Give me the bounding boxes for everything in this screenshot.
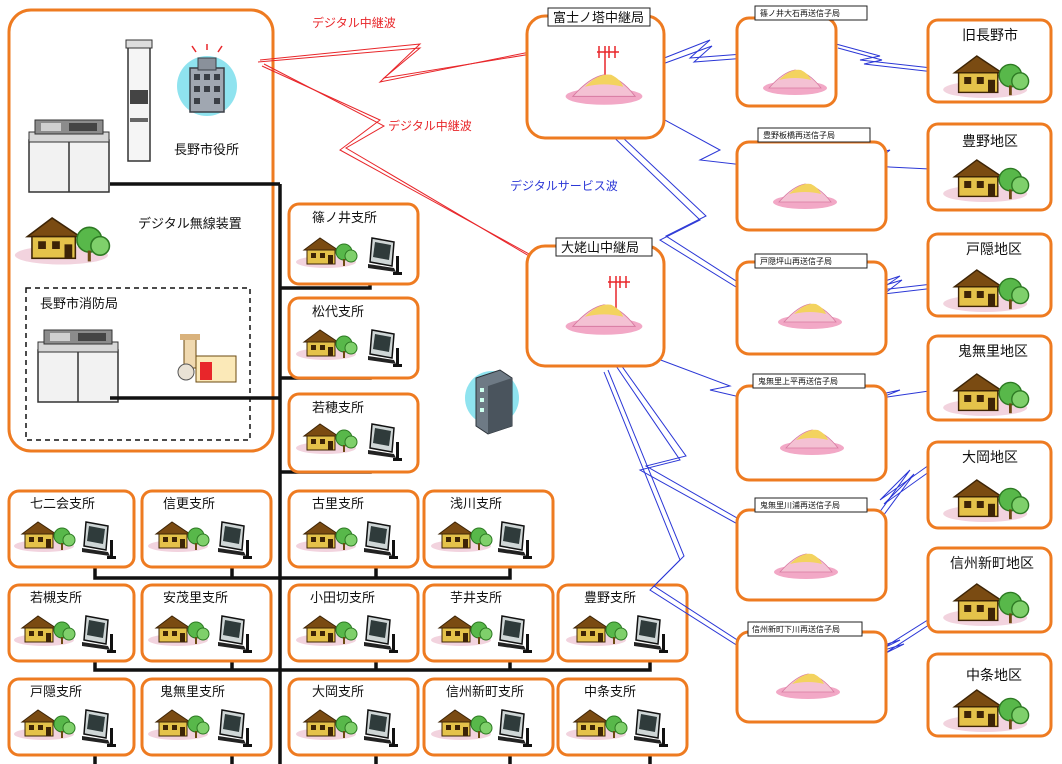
district-box: 大岡地区 <box>926 440 1053 530</box>
city-hall-label: 長野市役所 <box>174 142 239 158</box>
branch-label: 豊野支所 <box>584 591 636 606</box>
branch-label: 安茂里支所 <box>163 591 228 606</box>
sub-station-label: 豊野板橋再送信子局 <box>763 130 835 140</box>
district-label: 大岡地区 <box>962 450 1018 466</box>
branch-box: 大岡支所 <box>287 677 420 757</box>
relay-station-box: 富士ノ塔中継局 <box>525 7 666 140</box>
branch-label: 若槻支所 <box>30 590 82 606</box>
red-relay-waves <box>257 43 581 287</box>
branch-box: 松代支所 <box>287 296 420 380</box>
district-box: 旧長野市 <box>926 18 1053 104</box>
sub-station-label: 鬼無里川浦再送信子局 <box>760 500 840 510</box>
relay-station-box: 大姥山中継局 <box>525 237 666 368</box>
branch-box: 鬼無里支所 <box>140 677 273 757</box>
sub-station-box: 信州新町下川再送信子局 <box>735 621 888 724</box>
district-label: 戸隠地区 <box>966 242 1022 258</box>
branch-label: 信更支所 <box>163 497 215 512</box>
branch-label: 七二会支所 <box>30 497 95 512</box>
sub-station-box: 鬼無里上平再送信子局 <box>735 373 888 482</box>
sub-station-box: 豊野板橋再送信子局 <box>735 127 888 232</box>
branch-box: 浅川支所 <box>422 489 555 569</box>
district-label: 旧長野市 <box>962 27 1018 44</box>
branch-box: 古里支所 <box>287 489 420 569</box>
red-wave-label-upper: デジタル中継波 <box>312 15 396 30</box>
sub-station-box: 鬼無里川浦再送信子局 <box>735 497 888 602</box>
district-box: 信州新町地区 <box>926 546 1053 634</box>
branch-box: 安茂里支所 <box>140 583 273 663</box>
district-label: 鬼無里地区 <box>958 344 1028 360</box>
district-box: 中条地区 <box>926 652 1053 738</box>
branch-box: 篠ノ井支所 <box>287 202 420 286</box>
fire-station-icon <box>177 334 237 383</box>
branch-label: 若穂支所 <box>312 400 364 416</box>
sub-station-box: 戸隠坪山再送信子局 <box>735 253 888 356</box>
branch-label: 中条支所 <box>584 684 636 700</box>
branch-box: 信州新町支所 <box>422 677 555 757</box>
district-box: 戸隠地区 <box>926 232 1053 318</box>
branch-box: 七二会支所 <box>7 489 136 569</box>
branch-label: 古里支所 <box>312 497 364 512</box>
branch-label: 浅川支所 <box>450 497 502 512</box>
branch-box: 戸隠支所 <box>7 677 136 757</box>
branch-box: 若穂支所 <box>287 392 420 474</box>
district-label: 豊野地区 <box>962 134 1018 150</box>
branch-label: 松代支所 <box>312 305 364 320</box>
branch-box: 中条支所 <box>556 677 689 757</box>
radio-console-icon <box>37 329 119 403</box>
district-box: 豊野地区 <box>926 122 1053 212</box>
district-label: 信州新町地区 <box>950 556 1034 572</box>
sub-station-label: 信州新町下川再送信子局 <box>752 624 840 634</box>
branch-label: 戸隠支所 <box>30 685 82 700</box>
relay-station-label: 大姥山中継局 <box>561 241 639 256</box>
branch-label: 大岡支所 <box>312 685 364 700</box>
blue-service-waves <box>599 39 955 665</box>
district-box: 鬼無里地区 <box>926 334 1053 422</box>
branch-box: 信更支所 <box>140 489 273 569</box>
sub-station-label: 鬼無里上平再送信子局 <box>758 376 838 386</box>
branch-box: 若槻支所 <box>7 583 136 663</box>
red-wave-label-lower: デジタル中継波 <box>388 118 472 133</box>
branch-label: 鬼無里支所 <box>160 684 225 700</box>
relay-station-label: 富士ノ塔中継局 <box>553 10 644 26</box>
sub-station-label: 戸隠坪山再送信子局 <box>760 256 832 266</box>
fire-department-box <box>25 287 251 441</box>
office-building-icon <box>465 369 519 435</box>
radio-equipment-label: デジタル無線装置 <box>138 216 242 232</box>
branch-label: 篠ノ井支所 <box>312 211 377 226</box>
radio-tower-icon <box>125 39 153 162</box>
branch-box: 小田切支所 <box>287 583 420 663</box>
sub-station-box: 篠ノ井大石再送信子局 <box>735 5 868 108</box>
branch-label: 芋井支所 <box>450 591 502 606</box>
blue-wave-label: デジタルサービス波 <box>510 178 618 193</box>
branch-label: 信州新町支所 <box>446 684 524 700</box>
district-label: 中条地区 <box>966 667 1022 684</box>
branch-box: 豊野支所 <box>556 583 689 663</box>
branch-label: 小田切支所 <box>310 591 375 606</box>
sub-station-label: 篠ノ井大石再送信子局 <box>760 8 840 18</box>
branch-box: 芋井支所 <box>422 583 555 663</box>
radio-console-icon <box>28 119 110 193</box>
fire-department-label: 長野市消防局 <box>40 296 118 312</box>
city-hall-building-icon <box>177 44 237 116</box>
